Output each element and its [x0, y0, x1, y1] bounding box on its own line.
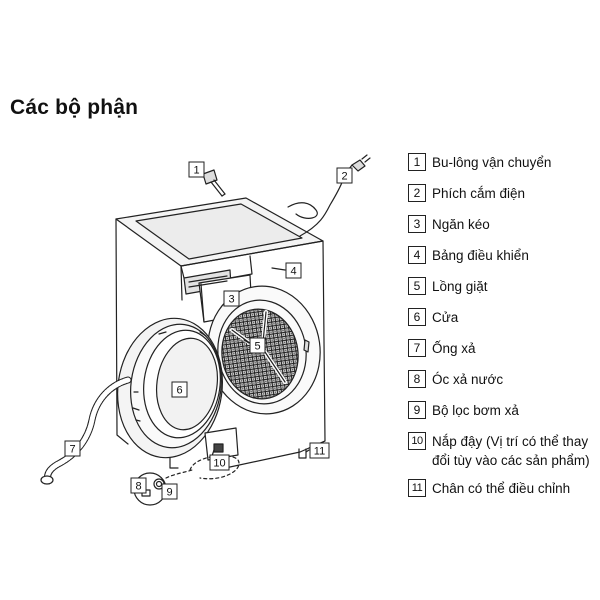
- legend-label: Phích cắm điện: [432, 186, 526, 201]
- legend-item-2: 2 Phích cắm điện: [408, 184, 525, 203]
- legend-number: 11: [408, 479, 426, 497]
- legend-number: 5: [408, 277, 426, 295]
- callout-6: 6: [176, 385, 182, 397]
- legend-label: Nắp đậy (Vị trí có thể thay đổi tùy vào …: [432, 434, 590, 468]
- legend-item-3: 3 Ngăn kéo: [408, 215, 490, 234]
- legend-number: 8: [408, 370, 426, 388]
- callout-8: 8: [135, 481, 141, 493]
- legend-number: 10: [408, 432, 426, 450]
- legend-label: Bu-lông vận chuyển: [432, 155, 552, 170]
- callout-10: 10: [213, 458, 225, 470]
- legend-item-8: 8 Óc xả nước: [408, 370, 503, 389]
- power-cord: [287, 154, 371, 237]
- transit-bolt: [202, 169, 226, 197]
- legend-label: Lồng giặt: [432, 279, 488, 294]
- legend-item-5: 5 Lồng giặt: [408, 277, 488, 296]
- legend-number: 2: [408, 184, 426, 202]
- legend-item-6: 6 Cửa: [408, 308, 458, 327]
- drain-hose: [40, 376, 132, 485]
- legend-number: 7: [408, 339, 426, 357]
- legend-item-7: 7 Ống xả: [408, 339, 476, 358]
- callout-7: 7: [69, 444, 75, 456]
- callout-5: 5: [254, 341, 260, 353]
- legend-label: Ngăn kéo: [432, 217, 490, 232]
- callout-1: 1: [193, 165, 199, 177]
- legend-label: Óc xả nước: [432, 372, 504, 387]
- legend-number: 3: [408, 215, 426, 233]
- legend-label: Bộ lọc bơm xả: [432, 403, 519, 418]
- legend-label: Chân có thể điều chỉnh: [432, 481, 571, 496]
- legend-item-11: 11 Chân có thể điều chỉnh: [408, 479, 570, 498]
- machine-side: [115, 218, 129, 445]
- callout-3: 3: [228, 294, 234, 306]
- callout-labels: [64, 161, 353, 500]
- legend-item-4: 4 Bảng điều khiển: [408, 246, 529, 265]
- legend-label: Bảng điều khiển: [432, 248, 529, 263]
- legend-number: 9: [408, 401, 426, 419]
- legend-number: 1: [408, 153, 426, 171]
- legend-number: 4: [408, 246, 426, 264]
- legend-label: Cửa: [432, 310, 459, 325]
- callout-4: 4: [290, 266, 296, 278]
- legend-item-10: 10 Nắp đậy (Vị trí có thể thay đổi tùy v…: [408, 432, 597, 470]
- callout-2: 2: [341, 171, 347, 183]
- callout-9: 9: [166, 487, 172, 499]
- page-title: Các bộ phận: [10, 96, 139, 119]
- legend-label: Ống xả: [432, 341, 476, 356]
- legend-number: 6: [408, 308, 426, 326]
- legend-item-1: 1 Bu-lông vận chuyển: [408, 153, 551, 172]
- callout-11: 11: [314, 446, 325, 458]
- legend-item-9: 9 Bộ lọc bơm xả: [408, 401, 519, 420]
